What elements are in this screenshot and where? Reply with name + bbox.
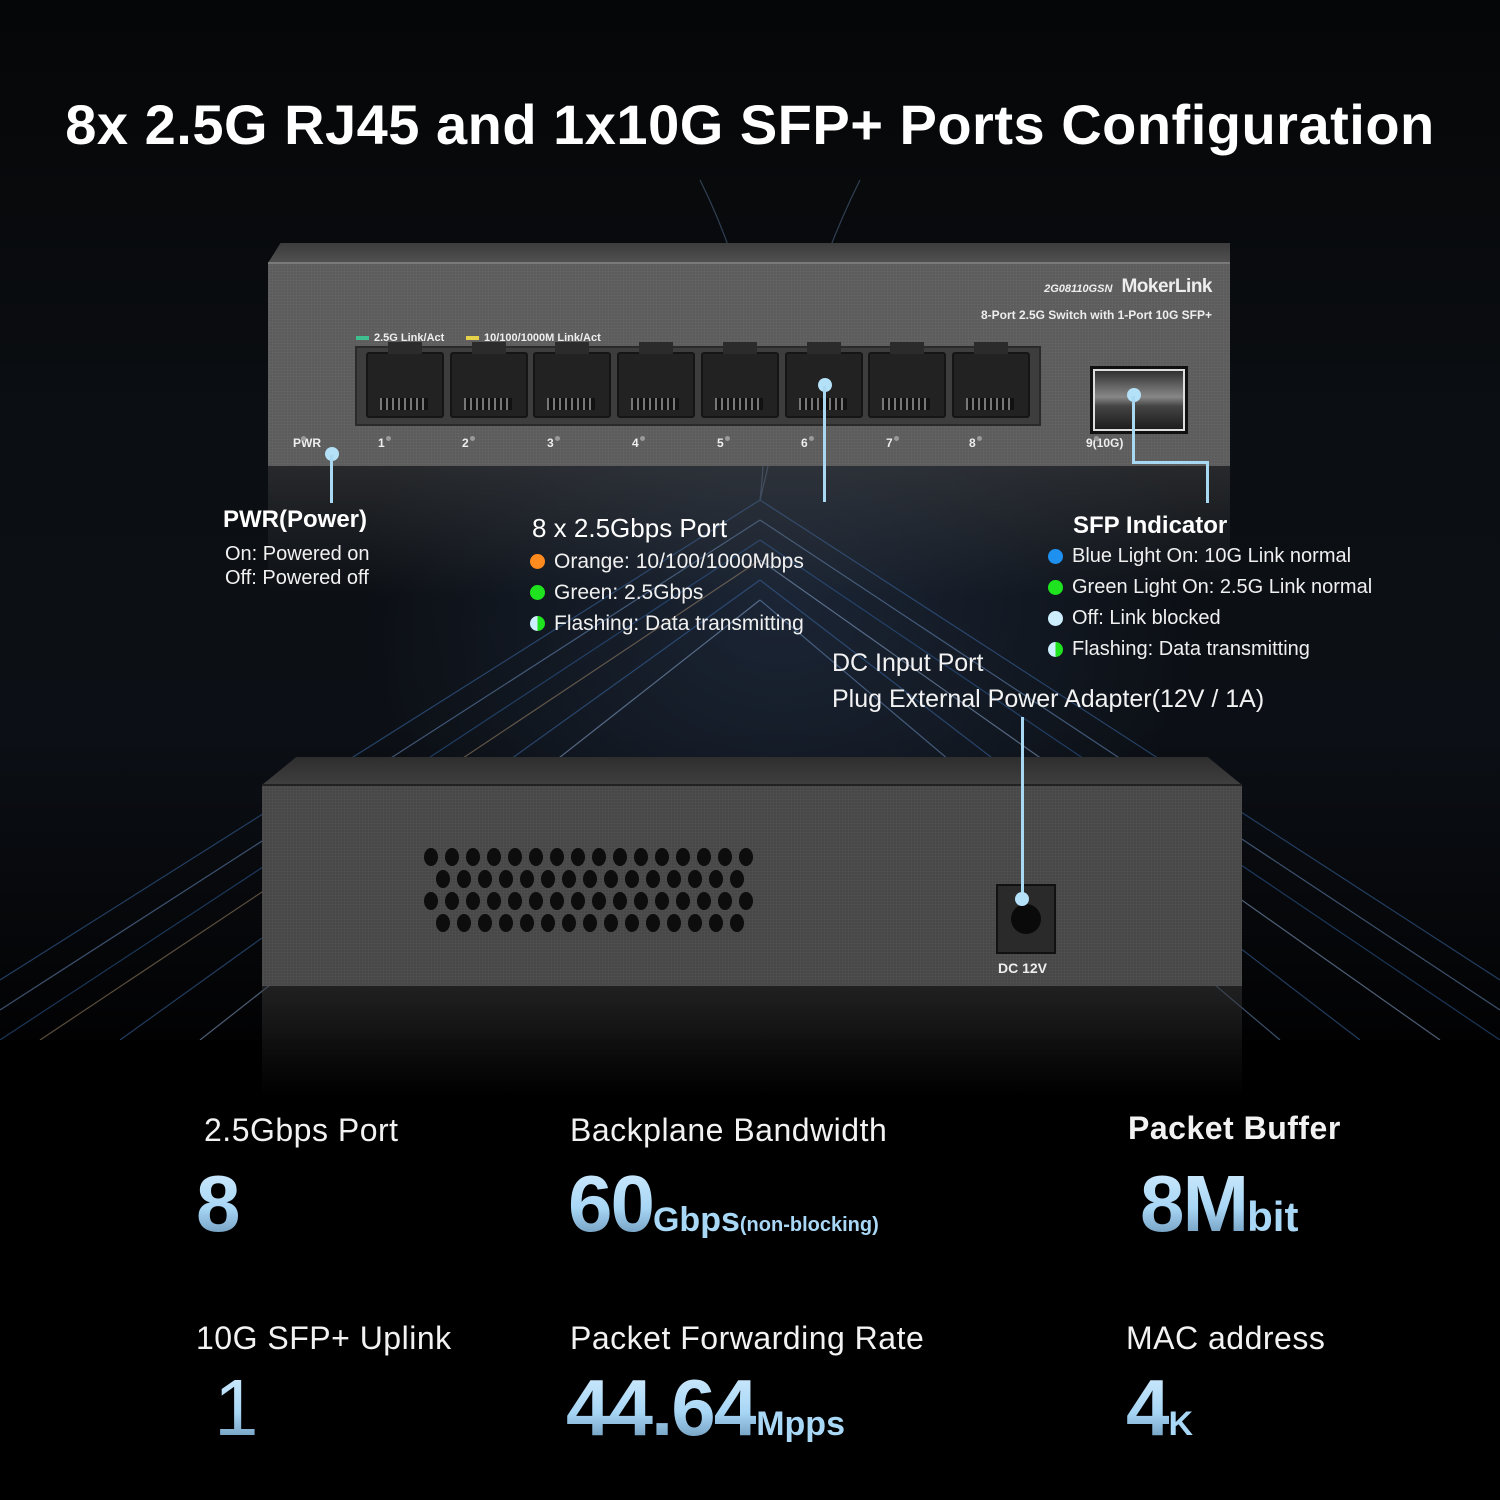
port-pointer-dot [818,378,832,392]
list-item: Off: Link blocked [1048,603,1372,634]
spec-label-forwarding: Packet Forwarding Rate [570,1320,925,1356]
rj45-port-5[interactable] [700,342,779,418]
switch-front-panel: 2G08110GSN MokerLink 8-Port 2.5G Switch … [268,262,1230,466]
spec-label-backplane: Backplane Bandwidth [570,1112,888,1148]
led-icon [894,436,899,441]
sfp-plus-port[interactable] [1090,366,1188,434]
spec-label-buffer: Packet Buffer [1128,1110,1341,1146]
dc-callout: DC Input Port Plug External Power Adapte… [832,645,1264,717]
model-brand: 2G08110GSN MokerLink [1044,276,1212,298]
pwr-pointer-line [330,455,333,503]
led-icon [386,436,391,441]
dc-pointer-dot [1015,892,1029,906]
rear-panel-reflection [262,986,1242,1096]
front-panel-reflection [268,466,1230,596]
green-led-icon [356,336,369,340]
yellow-led-icon [466,336,479,340]
rj45-port-2[interactable] [449,342,528,418]
port-pointer-line [823,386,826,502]
dc-callout-text: Plug External Power Adapter(12V / 1A) [832,685,1265,713]
led-icon [555,436,560,441]
port-labels-row: PWR 1 2 3 4 5 6 7 8 9(10G) [293,436,1124,450]
spec-label-uplink: 10G SFP+ Uplink [196,1320,452,1356]
green-dot-icon [1048,580,1063,595]
spec-label-mac: MAC address [1126,1320,1326,1356]
spec-value-mac: 4K [1126,1363,1194,1452]
rj45-port-4[interactable] [617,342,696,418]
ports-callout-list: Orange: 10/100/1000Mbps Green: 2.5Gbps F… [530,546,804,639]
led-icon [809,436,814,441]
spec-value-forwarding: 44.64Mpps [566,1363,845,1452]
sfp-pointer-line-v1 [1132,396,1135,462]
rj45-port-8[interactable] [952,342,1031,418]
flashing-dot-icon [1048,642,1063,657]
dc-label: DC 12V [998,960,1048,976]
rj45-port-1[interactable] [365,342,444,418]
flashing-dot-icon [530,616,545,631]
pwr-callout-text: On: Powered on Off: Powered off [225,543,370,589]
led-legend-gigabit: 10/100/1000M Link/Act [466,332,601,344]
led-icon [977,436,982,441]
sfp-pointer-line-v2 [1206,461,1209,503]
orange-dot-icon [530,554,545,569]
sfp-pointer-dot [1127,388,1141,402]
ports-callout-heading: 8 x 2.5Gbps Port [532,513,728,543]
spec-value-buffer: 8Mbit [1140,1159,1299,1248]
switch-rear-panel: DC 12V [262,784,1242,986]
device-subtitle: 8-Port 2.5G Switch with 1-Port 10G SFP+ [980,308,1212,322]
pwr-led-icon [301,436,306,441]
rj45-port-7[interactable] [868,342,947,418]
list-item: Flashing: Data transmitting [530,608,804,639]
list-item: Green Light On: 2.5G Link normal [1048,572,1372,603]
list-item: Green: 2.5Gbps [530,577,804,608]
sfp-callout-list: Blue Light On: 10G Link normal Green Lig… [1048,541,1372,665]
list-item: Flashing: Data transmitting [1048,634,1372,665]
list-item: Orange: 10/100/1000Mbps [530,546,804,577]
list-item: Blue Light On: 10G Link normal [1048,541,1372,572]
blue-dot-icon [1048,549,1063,564]
brand-logo: MokerLink [1121,276,1212,297]
switch-top-edge [268,243,1230,263]
off-dot-icon [1048,611,1063,626]
sfp-callout-heading: SFP Indicator [1073,512,1228,539]
spec-value-uplink: 1 [214,1363,258,1452]
led-icon [640,436,645,441]
green-dot-icon [530,585,545,600]
spec-value-backplane: 60Gbps(non-blocking) [568,1159,879,1248]
led-legend-2-5g: 2.5G Link/Act [356,332,444,344]
pwr-pointer-dot [325,447,339,461]
spec-label-ports: 2.5Gbps Port [204,1112,399,1148]
switch-rear-top-edge [262,757,1242,785]
model-number: 2G08110GSN [1044,283,1113,295]
ventilation-holes [424,848,804,936]
rj45-port-block [355,342,1041,426]
spec-value-ports: 8 [196,1159,240,1248]
led-icon [725,436,730,441]
page-title: 8x 2.5G RJ45 and 1x10G SFP+ Ports Config… [65,93,1435,156]
pwr-callout-heading: PWR(Power) [223,506,367,533]
dc-callout-heading: DC Input Port [832,649,984,677]
led-icon [470,436,475,441]
led-icon [1094,436,1099,441]
sfp-pointer-line-h [1132,461,1209,464]
rj45-port-3[interactable] [533,342,612,418]
dc-pointer-line [1021,717,1024,895]
